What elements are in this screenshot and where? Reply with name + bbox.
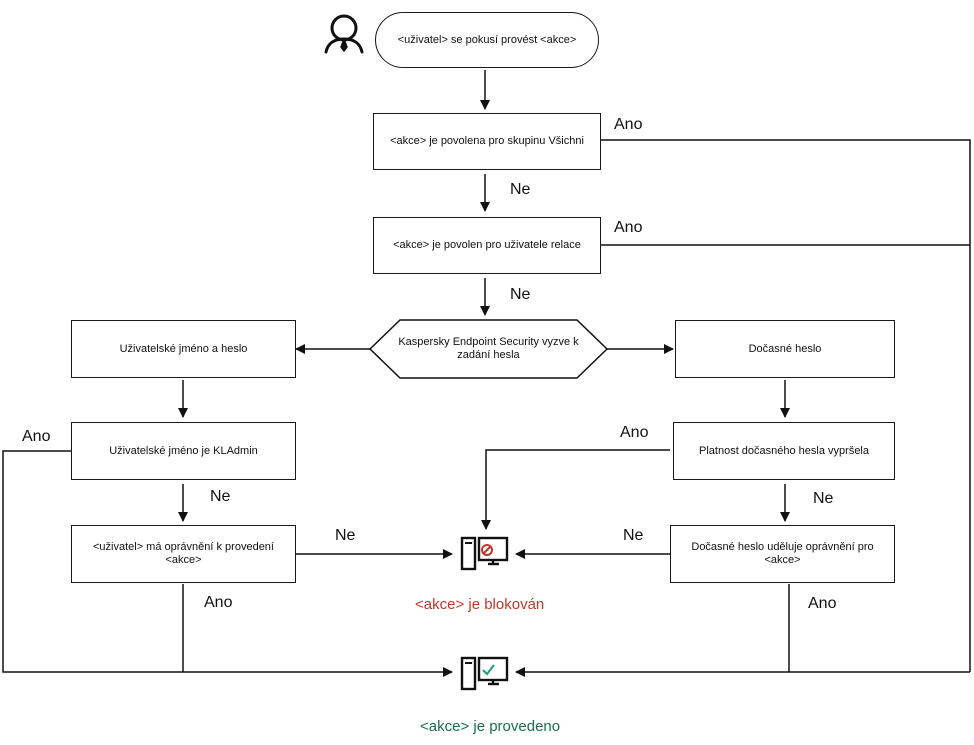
- blocked-result: <akce> je blokován: [415, 596, 545, 613]
- edge-label-yes: Ano: [204, 594, 233, 611]
- allowed-session-node: <akce> je povolen pro uživatele relace: [373, 217, 601, 274]
- user-permission-node: <uživatel> má oprávnění k provedení <akc…: [71, 525, 296, 583]
- computer-blocked-icon: [460, 536, 509, 571]
- edge-label-no: Ne: [335, 527, 356, 544]
- edge-label-yes: Ano: [22, 428, 51, 445]
- edge-label-no: Ne: [210, 488, 231, 505]
- edge-label-no: Ne: [813, 490, 834, 507]
- edge-label-yes: Ano: [614, 219, 643, 236]
- executed-result: <akce> je provedeno: [420, 718, 561, 735]
- prompt-hexagon: [368, 319, 609, 379]
- edge-label-no: Ne: [623, 527, 644, 544]
- start-node: <uživatel> se pokusí provést <akce>: [375, 12, 599, 68]
- prompt-node-label: Kaspersky Endpoint Security vyzve k zadá…: [398, 336, 579, 361]
- edge-label-no: Ne: [510, 181, 531, 198]
- edge-label-yes: Ano: [808, 595, 837, 612]
- edge-label-yes: Ano: [614, 116, 643, 133]
- kladmin-check-node: Uživatelské jméno je KLAdmin: [71, 422, 296, 480]
- allowed-all-node: <akce> je povolena pro skupinu Všichni: [373, 113, 601, 170]
- user-pass-node: Uživatelské jméno a heslo: [71, 320, 296, 378]
- temp-pass-node: Dočasné heslo: [675, 320, 895, 378]
- user-icon: [324, 14, 364, 54]
- computer-allowed-icon: [460, 656, 509, 691]
- edge-label-no: Ne: [510, 286, 531, 303]
- edge-label-yes: Ano: [620, 424, 649, 441]
- temp-permission-node: Dočasné heslo uděluje oprávnění pro <akc…: [670, 525, 895, 583]
- temp-expired-node: Platnost dočasného hesla vypršela: [673, 422, 895, 480]
